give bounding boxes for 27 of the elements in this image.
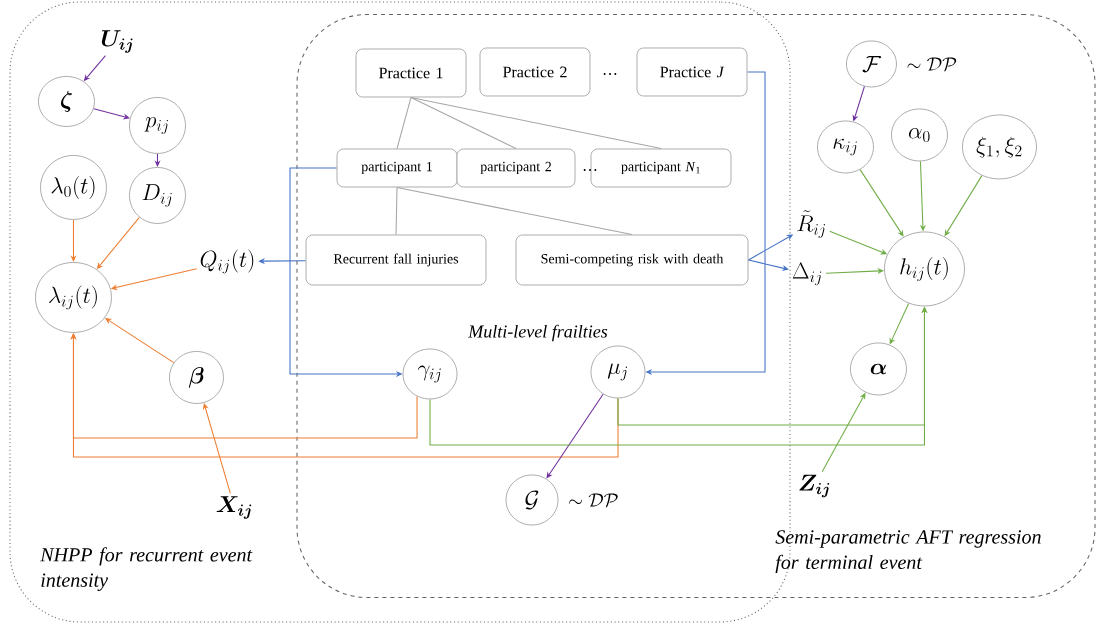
variable-label: $\tilde{R}_{ij}$ xyxy=(797,210,825,238)
ellipsis: … xyxy=(583,169,597,171)
connector-line xyxy=(395,186,398,236)
process-box: Recurrent fall injuries xyxy=(305,234,487,286)
arrow xyxy=(747,259,789,271)
arrow xyxy=(546,393,604,479)
arrow xyxy=(93,108,130,120)
arrow xyxy=(859,169,904,237)
distribution-label: $\sim\mathcal{DP}$ xyxy=(907,57,957,72)
process-box: Semi-competing risk with death xyxy=(515,234,749,286)
process-box: Practice J xyxy=(636,47,748,97)
connector-line xyxy=(396,186,633,236)
distribution-label: $\sim\mathcal{DP}$ xyxy=(569,493,618,508)
connector-line xyxy=(396,96,412,150)
connector-line xyxy=(410,96,662,150)
section-label: Multi-level frailties xyxy=(468,324,608,342)
variable-label: $\bm{U}_{\bm{ij}}$ xyxy=(101,30,133,53)
variable-label: $\bm{Z}_{\bm{ij}}$ xyxy=(799,474,830,498)
variable-label: $\Delta_{ij}$ xyxy=(792,262,822,286)
ellipsis: … xyxy=(603,73,617,75)
process-box: participant 1 xyxy=(336,148,458,188)
process-box: Practice 1 xyxy=(355,48,467,98)
process-box: participant 2 xyxy=(456,148,576,188)
connector-line xyxy=(410,96,517,150)
variable-label: $Q_{ij}(t)$ xyxy=(200,249,254,274)
variable-label: $\bm{X}_{\bm{ij}}$ xyxy=(216,496,252,519)
process-box: Practice 2 xyxy=(479,47,591,97)
